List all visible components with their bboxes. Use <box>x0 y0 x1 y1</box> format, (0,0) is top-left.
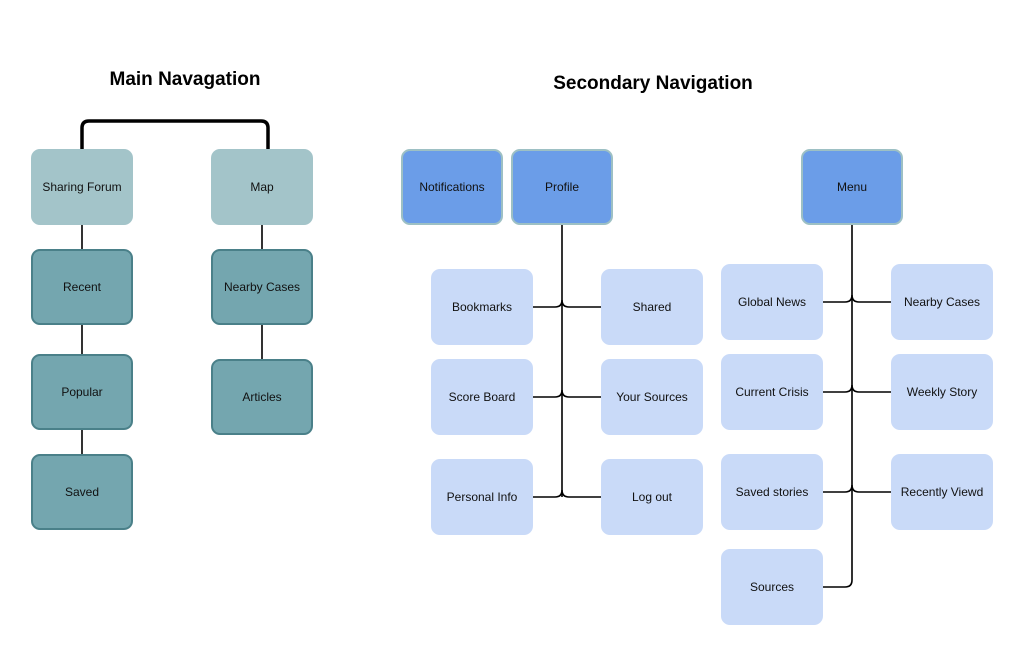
node-articles: Articles <box>211 359 313 435</box>
connector-profile-branches <box>533 299 601 498</box>
node-menu: Menu <box>801 149 903 225</box>
connector-menu-branches <box>823 294 891 493</box>
node-score-board: Score Board <box>431 359 533 435</box>
node-saved-stories: Saved stories <box>721 454 823 530</box>
node-recent: Recent <box>31 249 133 325</box>
node-sources: Sources <box>721 549 823 625</box>
connector-menu <box>823 225 853 588</box>
node-notifications: Notifications <box>401 149 503 225</box>
node-saved: Saved <box>31 454 133 530</box>
node-shared: Shared <box>601 269 703 345</box>
secondary-navigation-title: Secondary Navigation <box>553 73 753 94</box>
node-recently-viewed: Recently Viewd <box>891 454 993 530</box>
node-nearby-cases-menu: Nearby Cases <box>891 264 993 340</box>
node-profile: Profile <box>511 149 613 225</box>
node-popular: Popular <box>31 354 133 430</box>
main-bracket <box>80 119 270 149</box>
node-weekly-story: Weekly Story <box>891 354 993 430</box>
main-navigation-title: Main Navagation <box>109 69 261 90</box>
node-global-news: Global News <box>721 264 823 340</box>
node-personal-info: Personal Info <box>431 459 533 535</box>
node-bookmarks: Bookmarks <box>431 269 533 345</box>
node-nearby-cases-main: Nearby Cases <box>211 249 313 325</box>
node-sharing-forum: Sharing Forum <box>31 149 133 225</box>
node-current-crisis: Current Crisis <box>721 354 823 430</box>
node-log-out: Log out <box>601 459 703 535</box>
node-map: Map <box>211 149 313 225</box>
node-your-sources: Your Sources <box>601 359 703 435</box>
